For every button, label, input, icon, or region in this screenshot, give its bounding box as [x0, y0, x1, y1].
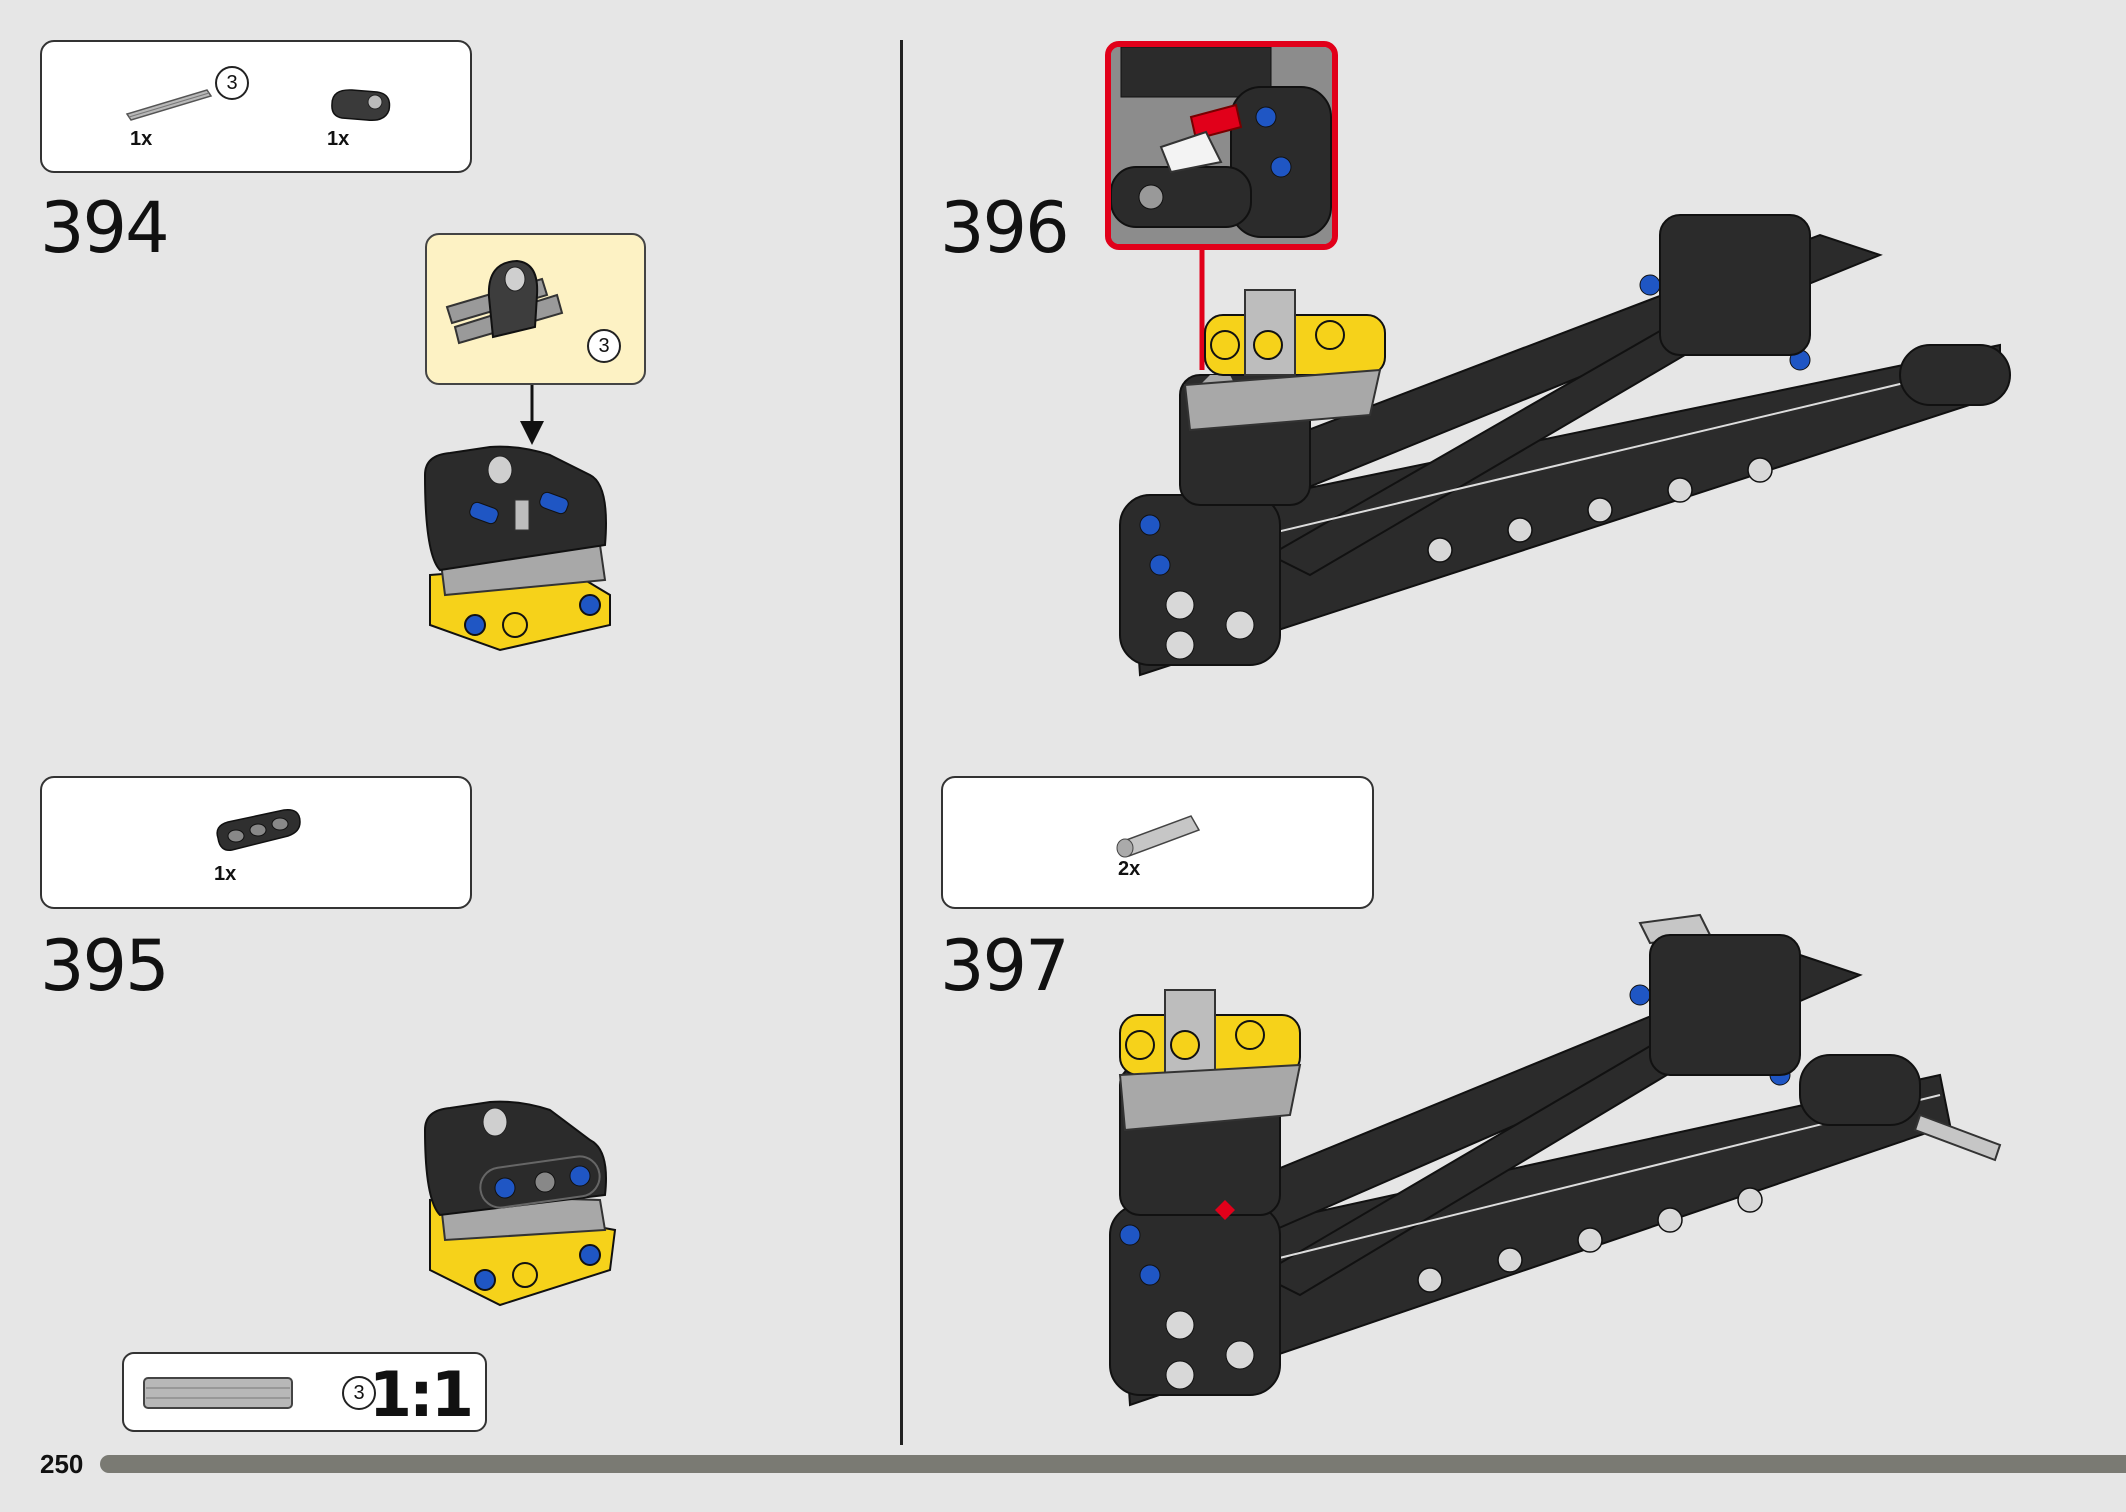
assembly-395-illustration: [423, 1100, 617, 1307]
step-number-394: 394: [40, 187, 170, 269]
beam-3-part-icon: [216, 809, 301, 851]
connector-part-icon: [331, 89, 391, 122]
scale-ratio: 1:1: [368, 1358, 474, 1431]
part-qty: 1x: [327, 128, 350, 150]
down-arrow-icon: [520, 385, 544, 445]
assembly-397-illustration: [1109, 913, 2002, 1407]
part-qty: 1x: [130, 128, 153, 150]
part-qty: 1x: [214, 863, 237, 885]
connector-with-axles-icon: [445, 259, 564, 345]
page-divider: [900, 40, 903, 1445]
axle-scale-icon: [143, 1377, 293, 1409]
page-number: 250: [40, 1449, 84, 1479]
pin-part-icon: [1116, 815, 1201, 858]
zoom-detail-illustration: [1111, 47, 1332, 244]
subassembly-callout: 3: [425, 233, 646, 385]
assembly-394-illustration: [423, 445, 611, 652]
assembly-396-illustration: [1119, 214, 2011, 677]
callout-pointer-line: [1199, 250, 1205, 370]
parts-list-397: 2x: [941, 776, 1374, 909]
count-circle: 3: [215, 66, 249, 100]
count-circle: 3: [342, 1376, 376, 1410]
step-number-397: 397: [940, 925, 1070, 1007]
parts-list-394: 3 1x 1x: [40, 40, 472, 173]
part-qty: 2x: [1118, 858, 1141, 880]
count-circle: 3: [587, 329, 621, 363]
progress-bar: [100, 1455, 2126, 1473]
step-number-395: 395: [40, 925, 170, 1007]
axle-part-icon: [125, 89, 213, 121]
zoom-detail-callout: [1105, 41, 1338, 250]
parts-list-395: 1x: [40, 776, 472, 909]
step-number-396: 396: [940, 187, 1070, 269]
scale-reference: 3 1:1: [122, 1352, 487, 1432]
